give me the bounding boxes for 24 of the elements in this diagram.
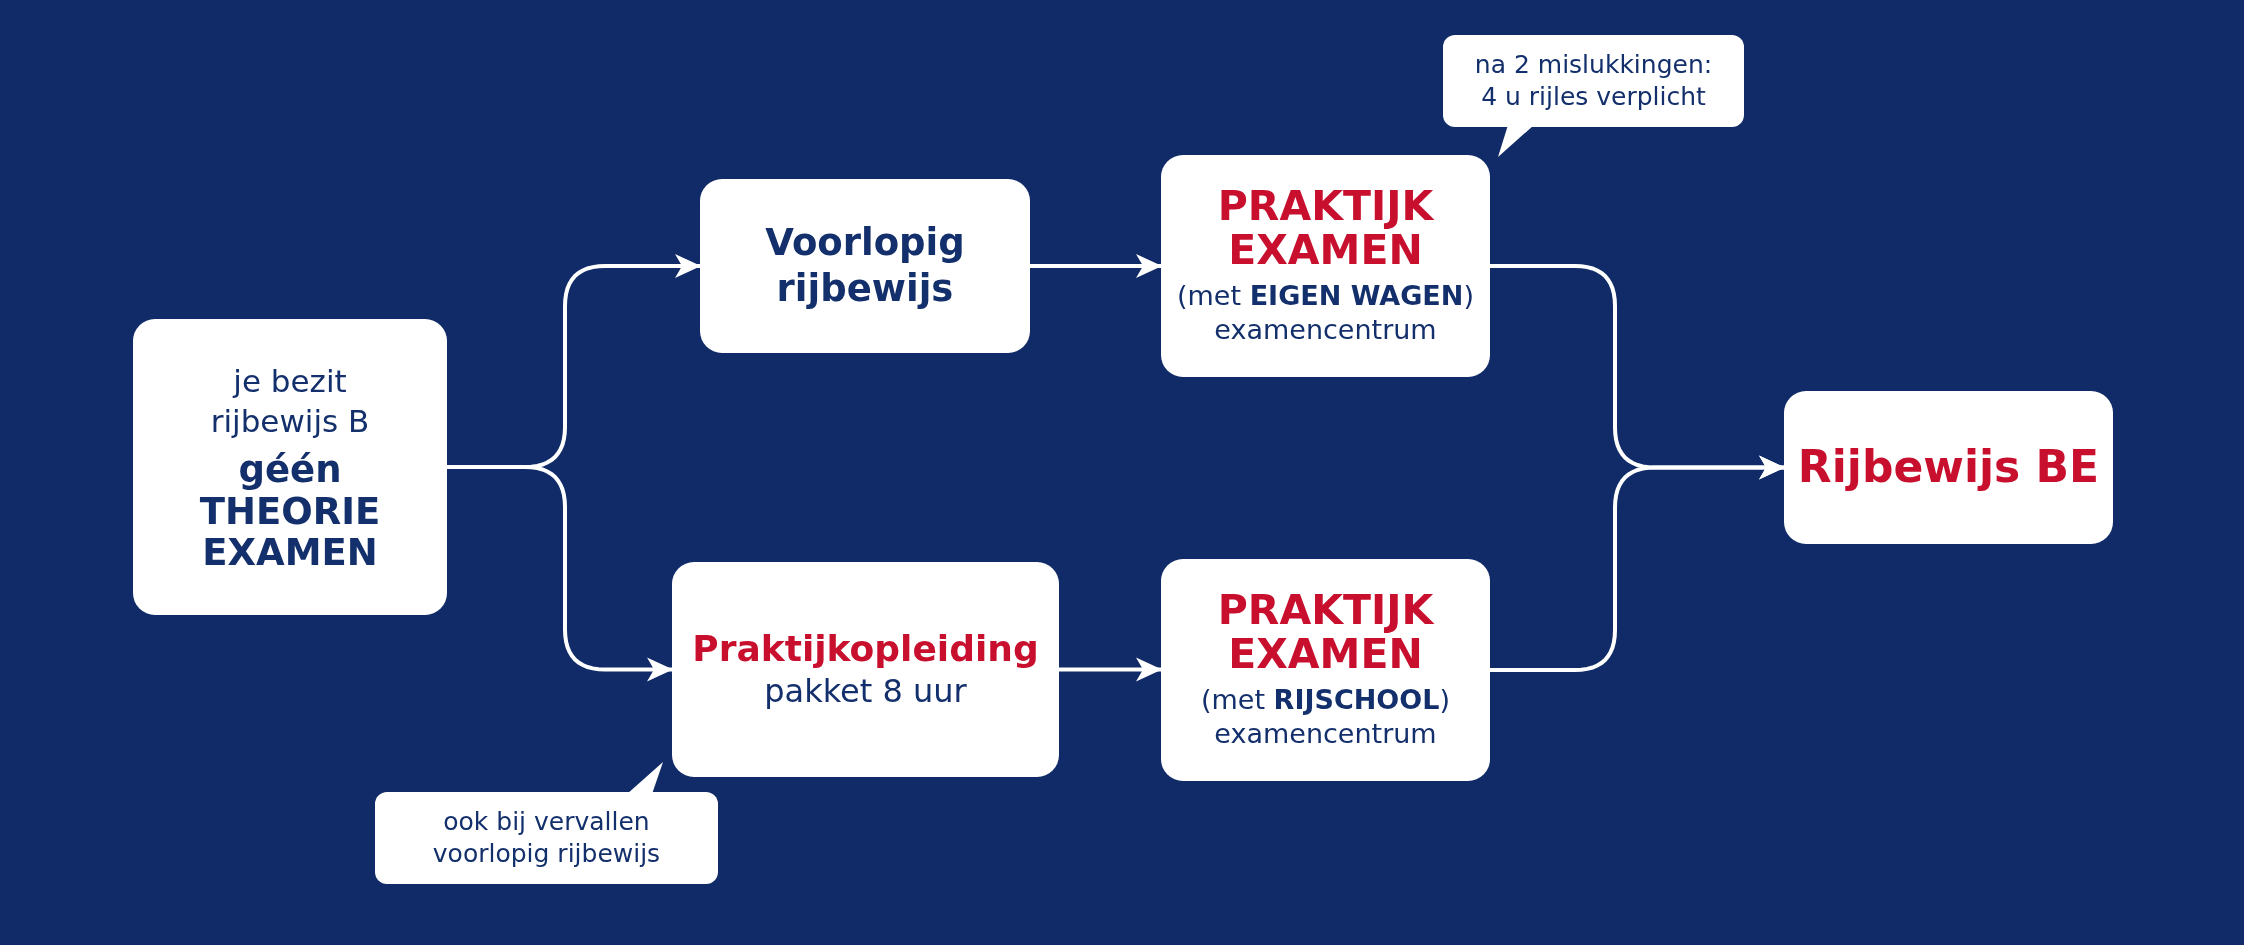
process-box: [133, 319, 447, 615]
process-box: [1161, 559, 1490, 781]
step-text: (met EIGEN WAGEN) examencentrum: [1176, 278, 1475, 348]
step-heading: PRAKTIJK EXAMEN: [1216, 184, 1435, 273]
step-text: pakket 8 uur: [764, 671, 967, 713]
callout-text: ook bij vervallen voorlopig rijbewijs: [431, 805, 662, 870]
step-heading: Voorlopig rijbewijs: [764, 219, 966, 312]
step-heading: géén THEORIE EXAMEN: [198, 449, 382, 574]
step-text: je bezit rijbewijs B: [209, 361, 371, 441]
arrow: [447, 465, 673, 682]
callout-bubble: [375, 792, 718, 884]
arrow: [1059, 657, 1162, 682]
callout-text: na 2 mislukkingen: 4 u rijles verplicht: [1473, 48, 1714, 113]
process-box: [672, 562, 1059, 777]
step-heading: PRAKTIJK EXAMEN: [1216, 588, 1435, 677]
process-box: [700, 179, 1030, 353]
result-heading: Rijbewijs BE: [1797, 441, 2100, 494]
step-heading: Praktijkopleiding: [692, 627, 1039, 672]
process-box: [1161, 155, 1490, 377]
result-box: [1784, 391, 2113, 544]
arrow: [1030, 254, 1162, 278]
step-text: (met RIJSCHOOL) examencentrum: [1200, 682, 1451, 752]
callout-bubble: [1443, 35, 1744, 127]
arrow: [1490, 455, 1785, 672]
